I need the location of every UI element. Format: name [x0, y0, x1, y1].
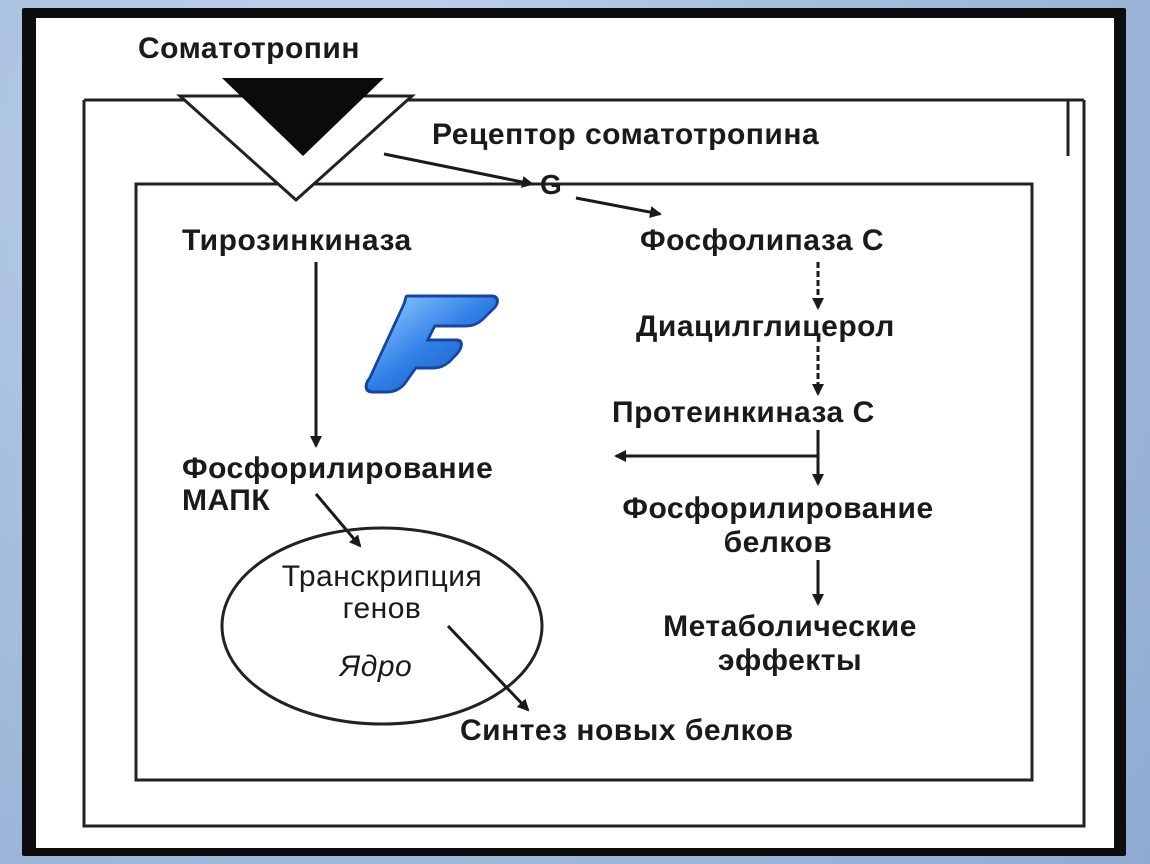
- hormone-shape: [222, 78, 384, 156]
- label-tyrosine-kinase: Тирозинкиназа: [182, 224, 412, 257]
- cytoplasm-box: [134, 182, 1034, 782]
- label-protein-phos-line2: белков: [723, 526, 833, 559]
- arrow-g-phospholipase: [575, 196, 662, 219]
- label-transcription-line1: Транскрипция: [281, 560, 483, 593]
- diagram-paper: [36, 18, 1114, 848]
- arrow-receptor-g: [383, 152, 534, 188]
- arrow-mapk-transcription: [314, 493, 362, 548]
- label-nucleus: Ядро: [339, 650, 413, 683]
- arrow-transcription-synthesis: [446, 624, 530, 712]
- label-mapk-line2: МАПК: [182, 484, 271, 517]
- label-diacylglycerol: Диацилглицерол: [636, 310, 895, 343]
- label-protein-kinase: Протеинкиназа С: [612, 396, 875, 429]
- label-metabolic-line2: эффекты: [717, 644, 863, 677]
- label-synthesis: Синтез новых белков: [460, 714, 794, 747]
- label-protein-phos-line1: Фосфорилирование: [622, 492, 934, 525]
- label-g-protein: G: [540, 169, 563, 200]
- logo-f: [364, 294, 499, 394]
- label-mapk-line1: Фосфорилирование: [182, 452, 494, 485]
- label-receptor: Рецептор соматотропина: [432, 118, 820, 151]
- label-transcription-line2: генов: [342, 592, 422, 625]
- label-metabolic-line1: Метаболические: [663, 610, 917, 643]
- nucleus-ellipse: [220, 526, 544, 726]
- label-phospholipase: Фосфолипаза С: [640, 224, 885, 257]
- label-hormone: Соматотропин: [138, 32, 360, 65]
